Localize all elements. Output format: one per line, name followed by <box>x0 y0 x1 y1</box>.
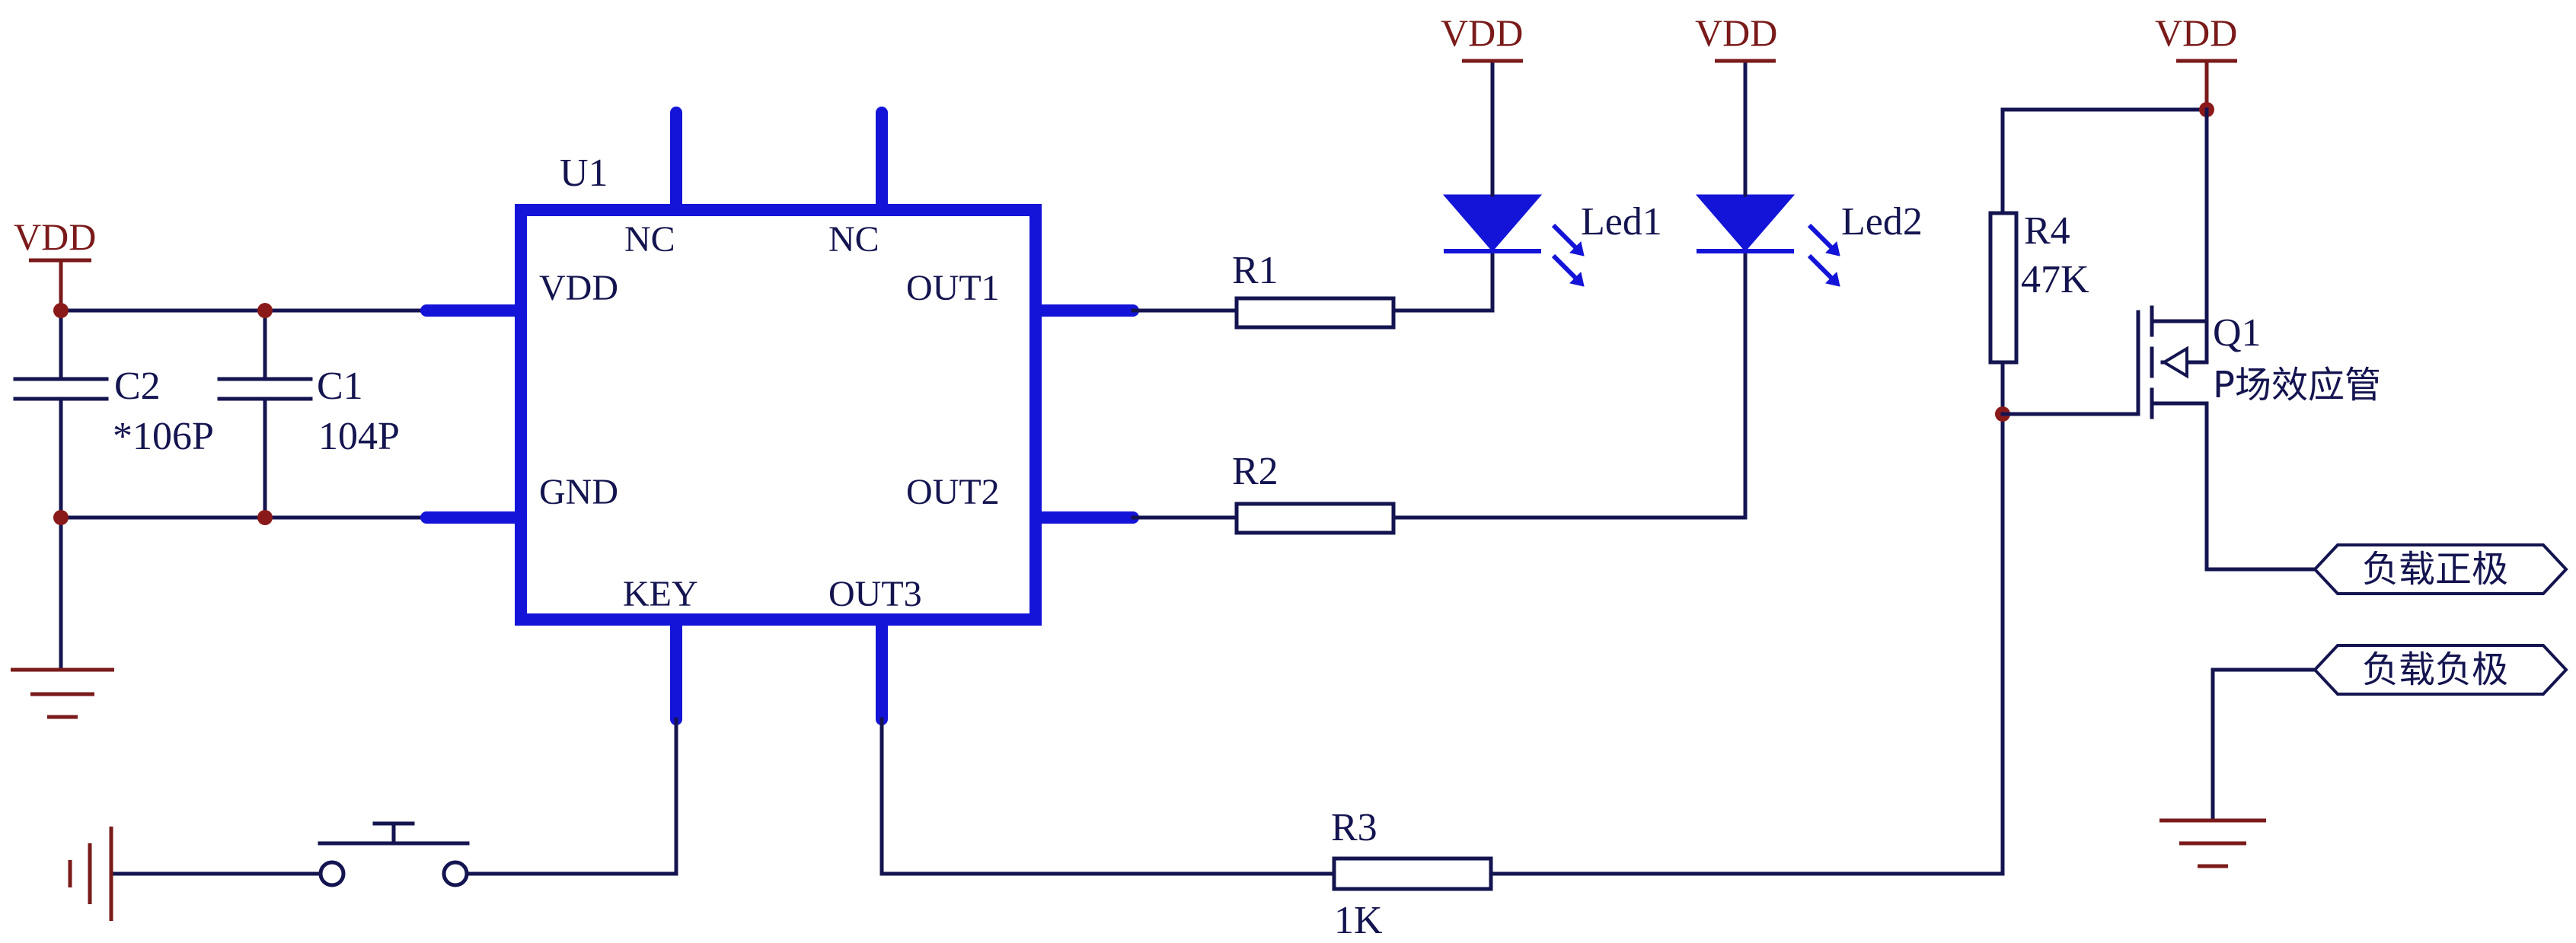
pin-label-nc2: NC <box>828 219 879 260</box>
chip-body <box>515 204 1042 626</box>
r4-ref: R4 <box>2024 209 2070 253</box>
p-mosfet-symbol <box>2000 107 2209 572</box>
ground-symbol-key <box>68 827 113 921</box>
c1-ref: C1 <box>317 365 363 408</box>
port-load-negative: 负载负极 <box>2313 644 2568 696</box>
c2-ref: C2 <box>114 365 161 408</box>
led1-symbol <box>1442 194 1585 287</box>
chip-u1: U1 NC NC VDD GND OUT1 OUT2 KEY OUT3 <box>420 107 1139 725</box>
port-load-positive-label: 负载正极 <box>2362 548 2508 591</box>
q1-ref: Q1 <box>2213 311 2262 355</box>
led1-label: Led1 <box>1581 200 1662 244</box>
resistor-r2 <box>1234 502 1396 535</box>
vdd-label-led1: VDD <box>1441 11 1523 54</box>
ground-symbol-right <box>2159 818 2266 868</box>
out3-r3-section: R3 1K <box>879 412 2005 942</box>
push-button-section <box>68 717 678 921</box>
push-button-switch <box>318 821 470 887</box>
ground-symbol-left <box>11 667 114 719</box>
r3-gate-wire <box>1489 412 2005 876</box>
resistor-r3 <box>1332 856 1493 891</box>
junction-dot <box>53 303 69 318</box>
port-load-positive: 负载正极 <box>2313 543 2568 595</box>
pin-label-key: KEY <box>623 574 698 614</box>
pin-label-out3: OUT3 <box>828 574 922 614</box>
c1-value: 104P <box>318 415 400 458</box>
left-power-section: VDD C2 *106P C1 104P <box>11 215 429 719</box>
r3-value: 1K <box>1334 899 1383 942</box>
vdd-label-led2: VDD <box>1695 11 1777 54</box>
resistor-r4 <box>1988 211 2019 365</box>
r2-ref: R2 <box>1232 450 1278 493</box>
pin-label-nc1: NC <box>624 219 675 260</box>
out3-wire <box>879 717 1336 876</box>
out2-led2-section: R2 VDD Led2 <box>1131 11 1923 535</box>
pin-label-out2: OUT2 <box>906 472 1000 512</box>
resistor-r1 <box>1234 296 1396 330</box>
r1-led1-wire <box>1391 249 1495 313</box>
led2-symbol <box>1695 194 1840 287</box>
r1-ref: R1 <box>1232 249 1278 292</box>
r4-value: 47K <box>2021 258 2089 301</box>
r3-ref: R3 <box>1331 806 1377 849</box>
junction-dot <box>53 510 69 525</box>
vdd-label-right: VDD <box>2155 11 2237 54</box>
vdd-label-left: VDD <box>14 215 96 258</box>
port-load-negative-label: 负载负极 <box>2362 648 2508 691</box>
r2-led2-wire <box>1391 249 1748 520</box>
out1-led1-section: R1 VDD Led1 <box>1131 11 1662 330</box>
mosfet-section: VDD R4 47K Q1 P场效应管 <box>1988 11 2568 868</box>
junction-dot <box>257 303 273 318</box>
pin-label-gnd: GND <box>539 472 618 512</box>
chip-ref: U1 <box>560 151 608 195</box>
q1-type: P场效应管 <box>2213 364 2381 406</box>
c2-value: *106P <box>113 415 214 458</box>
pin-label-out1: OUT1 <box>906 268 1000 308</box>
led2-label: Led2 <box>1841 200 1923 244</box>
junction-dot <box>257 510 273 525</box>
pin-label-vdd: VDD <box>539 268 618 308</box>
load-negative-wire <box>2211 667 2320 823</box>
